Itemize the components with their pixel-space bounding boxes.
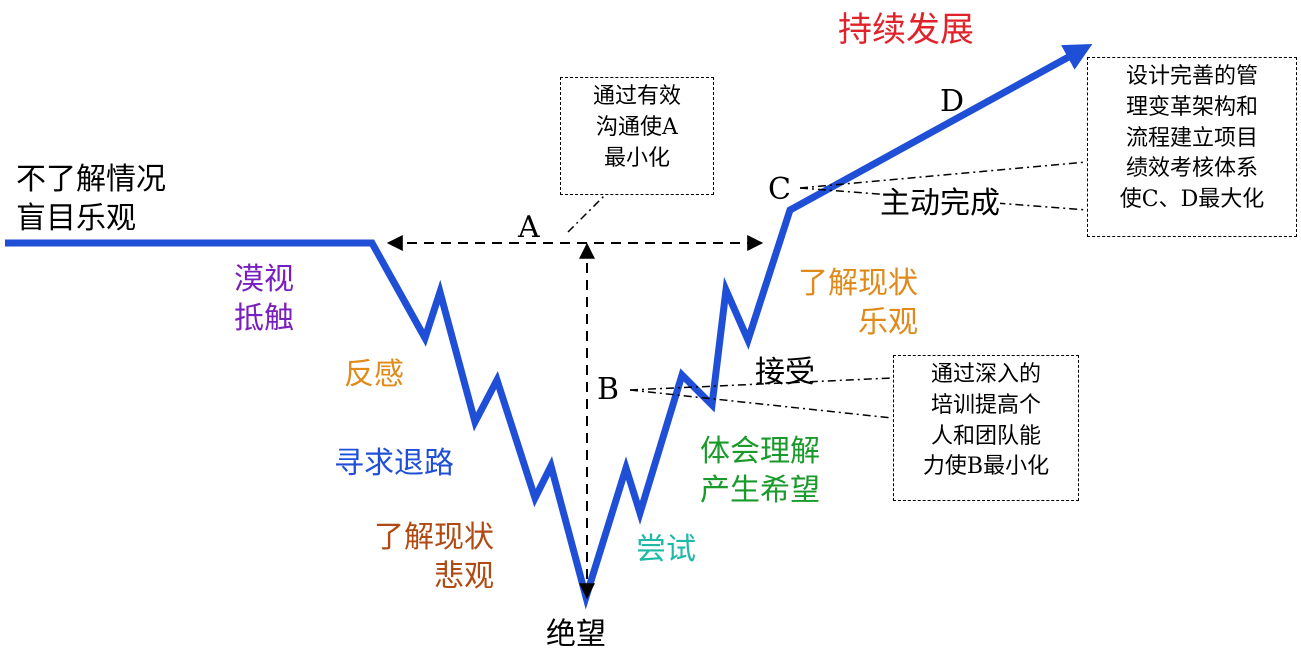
marker-d: D: [940, 84, 965, 119]
note-b-pointer-top: [629, 377, 893, 391]
note-b-line4: 力使B最小化: [922, 454, 1050, 480]
stage-label-start: 不了解情况 盲目乐观: [16, 160, 166, 238]
stage-label-hope-line1: 体会理解: [700, 434, 820, 469]
stage-label-try: 尝试: [636, 532, 696, 567]
stage-label-start-line1: 不了解情况: [16, 162, 166, 197]
note-cd-box: 设计完善的管 理变革架构和 流程建立项目 绩效考核体系 使C、D最大化: [1087, 57, 1297, 237]
marker-b: B: [597, 372, 620, 407]
stage-label-pessimistic: 了解现状 悲观: [374, 518, 494, 596]
note-a-box: 通过有效 沟通使A 最小化: [560, 77, 714, 195]
stage-label-pessimistic-line1: 了解现状: [374, 520, 494, 555]
note-b-box: 通过深入的 培训提高个 人和团队能 力使B最小化: [893, 355, 1079, 501]
note-a-line2: 沟通使A: [596, 114, 678, 140]
stage-label-despair: 绝望: [546, 617, 606, 652]
note-cd-line2: 理变革架构和: [1125, 94, 1258, 120]
stage-label-accept: 接受: [755, 355, 815, 390]
note-a-line3: 最小化: [603, 145, 670, 171]
note-cd-line1: 设计完善的管: [1125, 64, 1258, 89]
note-cd-pointer-top: [799, 161, 1088, 189]
stage-label-dislike: 反感: [344, 357, 404, 392]
stage-label-ignore-line1: 漠视: [234, 262, 294, 297]
diagram-title: 持续发展: [838, 10, 974, 50]
stage-label-pessimistic-line2: 悲观: [434, 559, 494, 594]
marker-a: A: [518, 210, 540, 245]
note-b-line3: 人和团队能: [930, 423, 1041, 449]
marker-c: C: [768, 172, 791, 207]
note-cd-line4: 绩效考核体系: [1125, 156, 1258, 182]
stage-label-ignore-line2: 抵触: [234, 301, 294, 336]
change-curve: [5, 43, 1093, 610]
stage-label-proactive: 主动完成: [880, 184, 1000, 223]
stage-label-ignore: 漠视 抵触: [234, 260, 294, 338]
stage-label-hope-line2: 产生希望: [700, 473, 820, 508]
stage-label-start-line2: 盲目乐观: [16, 201, 136, 236]
note-cd-line5: 使C、D最大化: [1119, 187, 1265, 213]
stage-label-hope: 体会理解 产生希望: [700, 432, 820, 510]
stage-label-escape: 寻求退路: [334, 446, 454, 481]
note-a-pointer: [567, 194, 606, 233]
note-cd-line3: 流程建立项目: [1125, 125, 1258, 151]
note-b-line2: 培训提高个: [930, 392, 1041, 418]
note-a-line1: 通过有效: [592, 84, 681, 109]
stage-label-optimistic-line1: 了解现状: [798, 266, 918, 301]
stage-label-optimistic-line2: 乐观: [858, 305, 918, 340]
note-b-line1: 通过深入的: [930, 362, 1041, 387]
note-cd-pointer-bottom: [799, 187, 1088, 211]
stage-label-optimistic: 了解现状 乐观: [798, 264, 918, 342]
note-b-pointer-bottom: [629, 389, 893, 419]
